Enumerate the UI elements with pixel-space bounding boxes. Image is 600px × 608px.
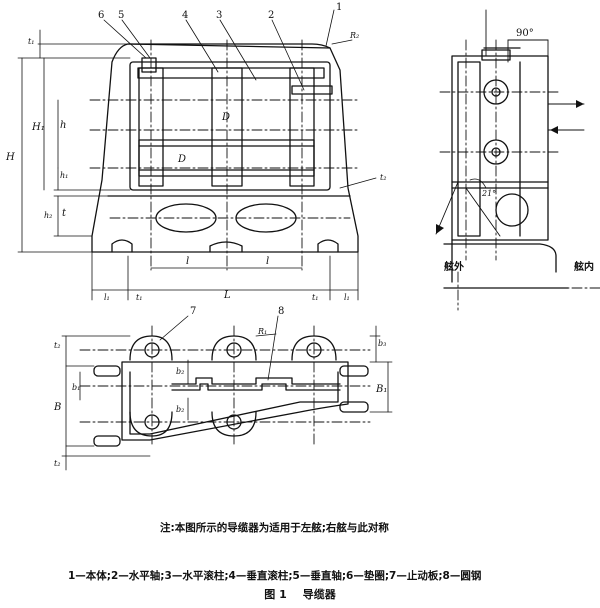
dim-h1: h₁ bbox=[60, 171, 68, 180]
dim-b3: b₃ bbox=[378, 339, 386, 348]
dim-H1: H₁ bbox=[31, 122, 45, 133]
parts-legend: 1—本体;2—水平轴;3—水平滚柱;4—垂直滚柱;5—垂直轴;6—垫圈;7—止动… bbox=[68, 570, 482, 582]
dim-l-left: l bbox=[186, 256, 189, 267]
dim-l1-left: l₁ bbox=[104, 293, 110, 302]
dim-t1-top: t₁ bbox=[28, 37, 34, 46]
label-outboard: 舷外 bbox=[444, 260, 464, 273]
dim-H: H bbox=[5, 152, 15, 163]
front-view bbox=[91, 43, 359, 253]
dim-t: t bbox=[62, 208, 67, 219]
horizontal-roller bbox=[138, 139, 315, 177]
dim-b1: b₁ bbox=[72, 383, 80, 392]
label-inboard: 舷内 bbox=[574, 260, 594, 273]
drawing-note: 注:本图所示的导缆器为适用于左舷;右舷与此对称 bbox=[160, 522, 389, 534]
dim-D-lower: D bbox=[177, 154, 186, 165]
dim-t1-left: t₁ bbox=[136, 293, 142, 302]
part-number-4: 4 bbox=[182, 10, 188, 21]
dim-B: B bbox=[53, 402, 61, 413]
part-number-5: 5 bbox=[118, 10, 124, 21]
dim-D-upper: D bbox=[221, 112, 230, 123]
dim-t2-plan-bottom: t₂ bbox=[54, 459, 60, 468]
dim-t1-right: t₁ bbox=[312, 293, 318, 302]
dim-t2-plan-top: t₂ bbox=[54, 341, 60, 350]
roller-housing bbox=[129, 61, 331, 191]
side-roller-base bbox=[495, 193, 529, 227]
part-number-8: 8 bbox=[278, 306, 284, 317]
figure-caption: 图 1 导缆器 bbox=[0, 586, 600, 602]
dim-b2-lower: b₂ bbox=[176, 405, 184, 414]
side-body bbox=[451, 55, 549, 241]
dim-R1: R₁ bbox=[257, 327, 267, 336]
dim-h2: h₂ bbox=[44, 211, 52, 220]
dim-l-right: l bbox=[266, 256, 269, 267]
dim-R2: R₂ bbox=[349, 31, 359, 40]
figure-number: 图 1 bbox=[264, 588, 287, 601]
part-number-3: 3 bbox=[216, 10, 222, 21]
dim-l1-right: l₁ bbox=[344, 293, 350, 302]
part-number-1: 1 bbox=[336, 2, 342, 13]
dim-b2-upper: b₂ bbox=[176, 367, 184, 376]
round-steel-bar bbox=[171, 377, 341, 385]
technical-drawing: 6 5 4 3 2 1 R₂ t₁ H H₁ h h₁ h₂ t D D t₂ … bbox=[5, 2, 600, 471]
angle-90: 90° bbox=[516, 28, 534, 39]
dim-t2-front: t₂ bbox=[380, 173, 386, 182]
figure-title: 导缆器 bbox=[302, 588, 336, 601]
side-view bbox=[443, 47, 569, 289]
plan-base-plate bbox=[121, 361, 349, 441]
part-number-2: 2 bbox=[268, 10, 274, 21]
angle-21: 21° bbox=[481, 189, 496, 198]
dim-h: h bbox=[60, 120, 66, 131]
dim-L: L bbox=[223, 290, 231, 301]
part-number-6: 6 bbox=[98, 10, 104, 21]
dim-B1: B₁ bbox=[375, 384, 387, 395]
front-body-outline bbox=[91, 43, 359, 253]
part-number-7: 7 bbox=[190, 306, 196, 317]
plan-view bbox=[93, 335, 369, 447]
